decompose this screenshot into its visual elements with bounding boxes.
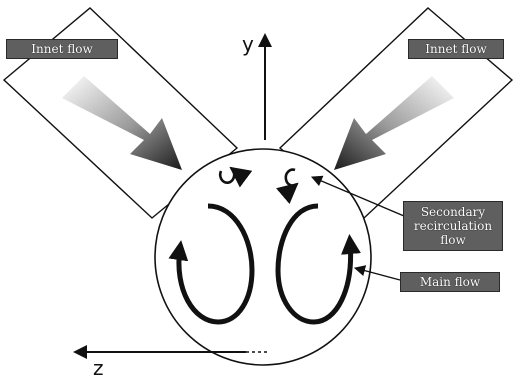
right-inlet-flow-arrow bbox=[334, 76, 454, 170]
main-flow-label-text: Main flow bbox=[419, 275, 481, 289]
secondary-loop-left bbox=[218, 166, 253, 188]
secondary-label-line2: recirculation bbox=[413, 219, 493, 233]
y-axis-label: y bbox=[242, 32, 254, 56]
secondary-callout-arrow bbox=[310, 175, 405, 217]
left-inlet-flow-arrow bbox=[62, 76, 182, 170]
main-flow-callout-arrow bbox=[353, 265, 401, 281]
main-flow-label: Main flow bbox=[400, 272, 500, 292]
inlet-flow-label-left: Innet flow bbox=[6, 39, 118, 59]
secondary-label-line1: Secondary bbox=[420, 205, 486, 219]
inlet-flow-label-right-text: Innet flow bbox=[425, 42, 487, 56]
main-flow-loop-right bbox=[275, 203, 361, 325]
main-flow-loop-left bbox=[168, 203, 255, 325]
z-axis-label: z bbox=[93, 356, 104, 380]
secondary-recirculation-label: Secondary recirculation flow bbox=[403, 201, 503, 251]
secondary-label-line3: flow bbox=[440, 233, 466, 247]
inlet-flow-label-left-text: Innet flow bbox=[31, 42, 93, 56]
secondary-loop-right bbox=[276, 168, 299, 205]
cross-section-circle bbox=[154, 148, 372, 366]
inlet-flow-label-right: Innet flow bbox=[408, 39, 504, 59]
